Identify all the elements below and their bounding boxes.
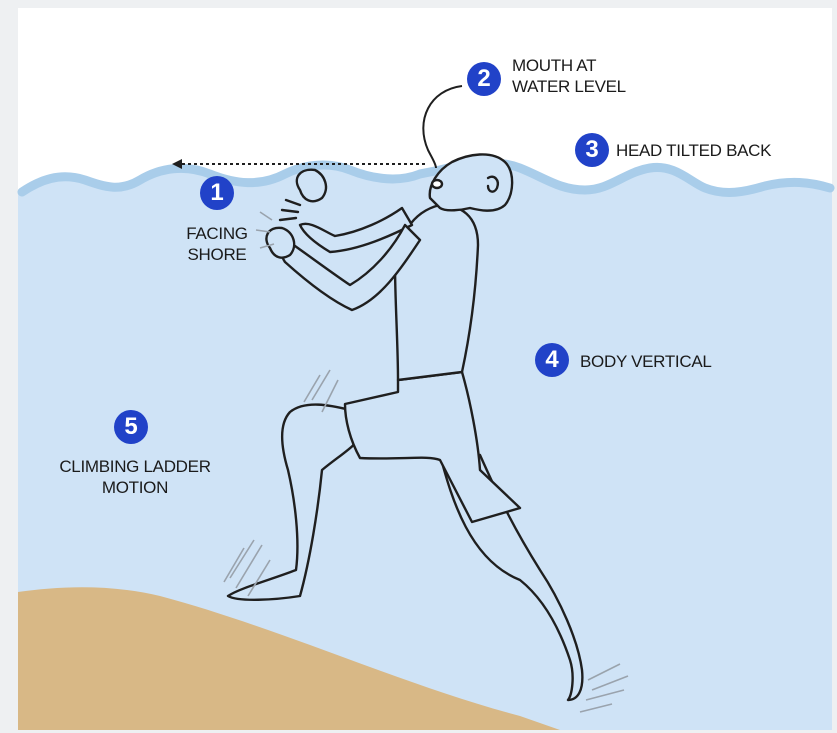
badge-5: 5 bbox=[114, 410, 148, 444]
badge-3: 3 bbox=[575, 133, 609, 167]
label-climbing-ladder-motion: CLIMBING LADDER MOTION bbox=[30, 456, 240, 498]
label-head-tilted-back: HEAD TILTED BACK bbox=[616, 140, 826, 161]
label-body-vertical: BODY VERTICAL bbox=[580, 351, 770, 372]
label-mouth-line-1: MOUTH AT bbox=[512, 55, 682, 76]
label-facing-shore-line-1: FACING bbox=[158, 223, 276, 244]
label-facing-shore: FACING SHORE bbox=[158, 223, 276, 265]
label-climbing-line-1: CLIMBING LADDER bbox=[30, 456, 240, 477]
label-climbing-line-2: MOTION bbox=[30, 477, 240, 498]
label-facing-shore-line-2: SHORE bbox=[158, 244, 276, 265]
label-mouth-line-2: WATER LEVEL bbox=[512, 76, 682, 97]
badge-4: 4 bbox=[535, 343, 569, 377]
badge-2: 2 bbox=[467, 62, 501, 96]
label-mouth-at-water-level: MOUTH AT WATER LEVEL bbox=[512, 55, 682, 97]
badge-1: 1 bbox=[200, 176, 234, 210]
